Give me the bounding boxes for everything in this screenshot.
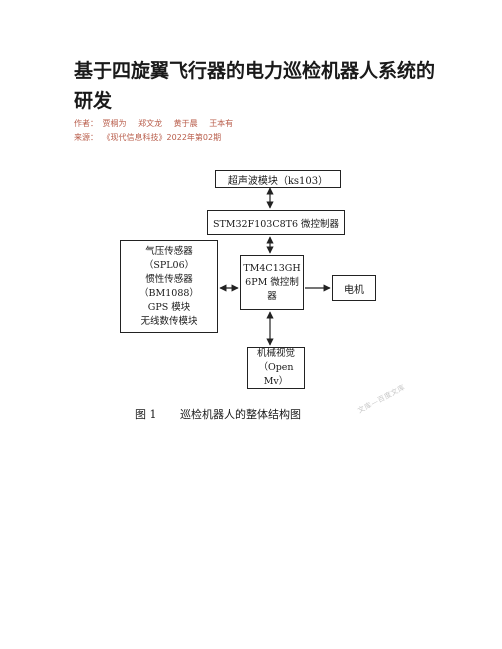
author-name[interactable]: 王本有 (209, 119, 234, 128)
tm4c-controller-label: TM4C13GH (243, 262, 301, 274)
diagram-connectors (219, 187, 331, 346)
sensor-line: 气压传感器 (145, 245, 193, 257)
author-name[interactable]: 贾桐为 (102, 119, 127, 128)
ultrasonic-module-label: 超声波模块（ks103） (227, 175, 329, 187)
authors-label: 作者： (74, 119, 98, 128)
machine-vision-label: （Open Mv） (258, 362, 294, 387)
sensor-line: 惯性传感器 (145, 273, 193, 285)
tm4c-controller-box: TM4C13GH 6PM 微控制器 (240, 255, 304, 310)
author-name[interactable]: 黄于晨 (173, 119, 198, 128)
sensor-line: （BM1088） (139, 287, 199, 299)
tm4c-controller-label: 6PM 微控制器 (245, 276, 299, 302)
figure-caption: 图 1 巡检机器人的整体结构图 (135, 406, 301, 422)
sensors-box: 气压传感器 （SPL06） 惯性传感器 （BM1088） GPS 模块 无线数传… (120, 240, 218, 333)
figure-number: 图 1 (135, 408, 157, 421)
machine-vision-label: 机械视觉 (256, 348, 295, 359)
figure-caption-text: 巡检机器人的整体结构图 (180, 408, 301, 421)
ultrasonic-module-box: 超声波模块（ks103） (215, 170, 341, 188)
machine-vision-box: 机械视觉 （Open Mv） (247, 347, 305, 389)
sensor-line: （SPL06） (143, 259, 195, 271)
system-structure-diagram: 超声波模块（ks103） STM32F103C8T6 微控制器 气压传感器 （S… (110, 162, 392, 420)
motor-box: 电机 (332, 275, 376, 301)
article-title: 基于四旋翼飞行器的电力巡检机器人系统的研发 (74, 60, 436, 112)
source-journal[interactable]: 《现代信息科技》2022年第02期 (102, 133, 222, 142)
sensor-line: GPS 模块 (147, 301, 191, 313)
author-name[interactable]: 郑文龙 (138, 119, 163, 128)
article-authors: 作者： 贾桐为 郑文龙 黄于晨 王本有 (74, 118, 242, 129)
stm32-controller-box: STM32F103C8T6 微控制器 (207, 210, 345, 235)
motor-label: 电机 (344, 284, 364, 296)
source-label: 来源： (74, 133, 98, 142)
sensor-line: 无线数传模块 (140, 315, 198, 327)
stm32-controller-label: STM32F103C8T6 微控制器 (212, 218, 340, 230)
article-source: 来源： 《现代信息科技》2022年第02期 (74, 132, 221, 143)
